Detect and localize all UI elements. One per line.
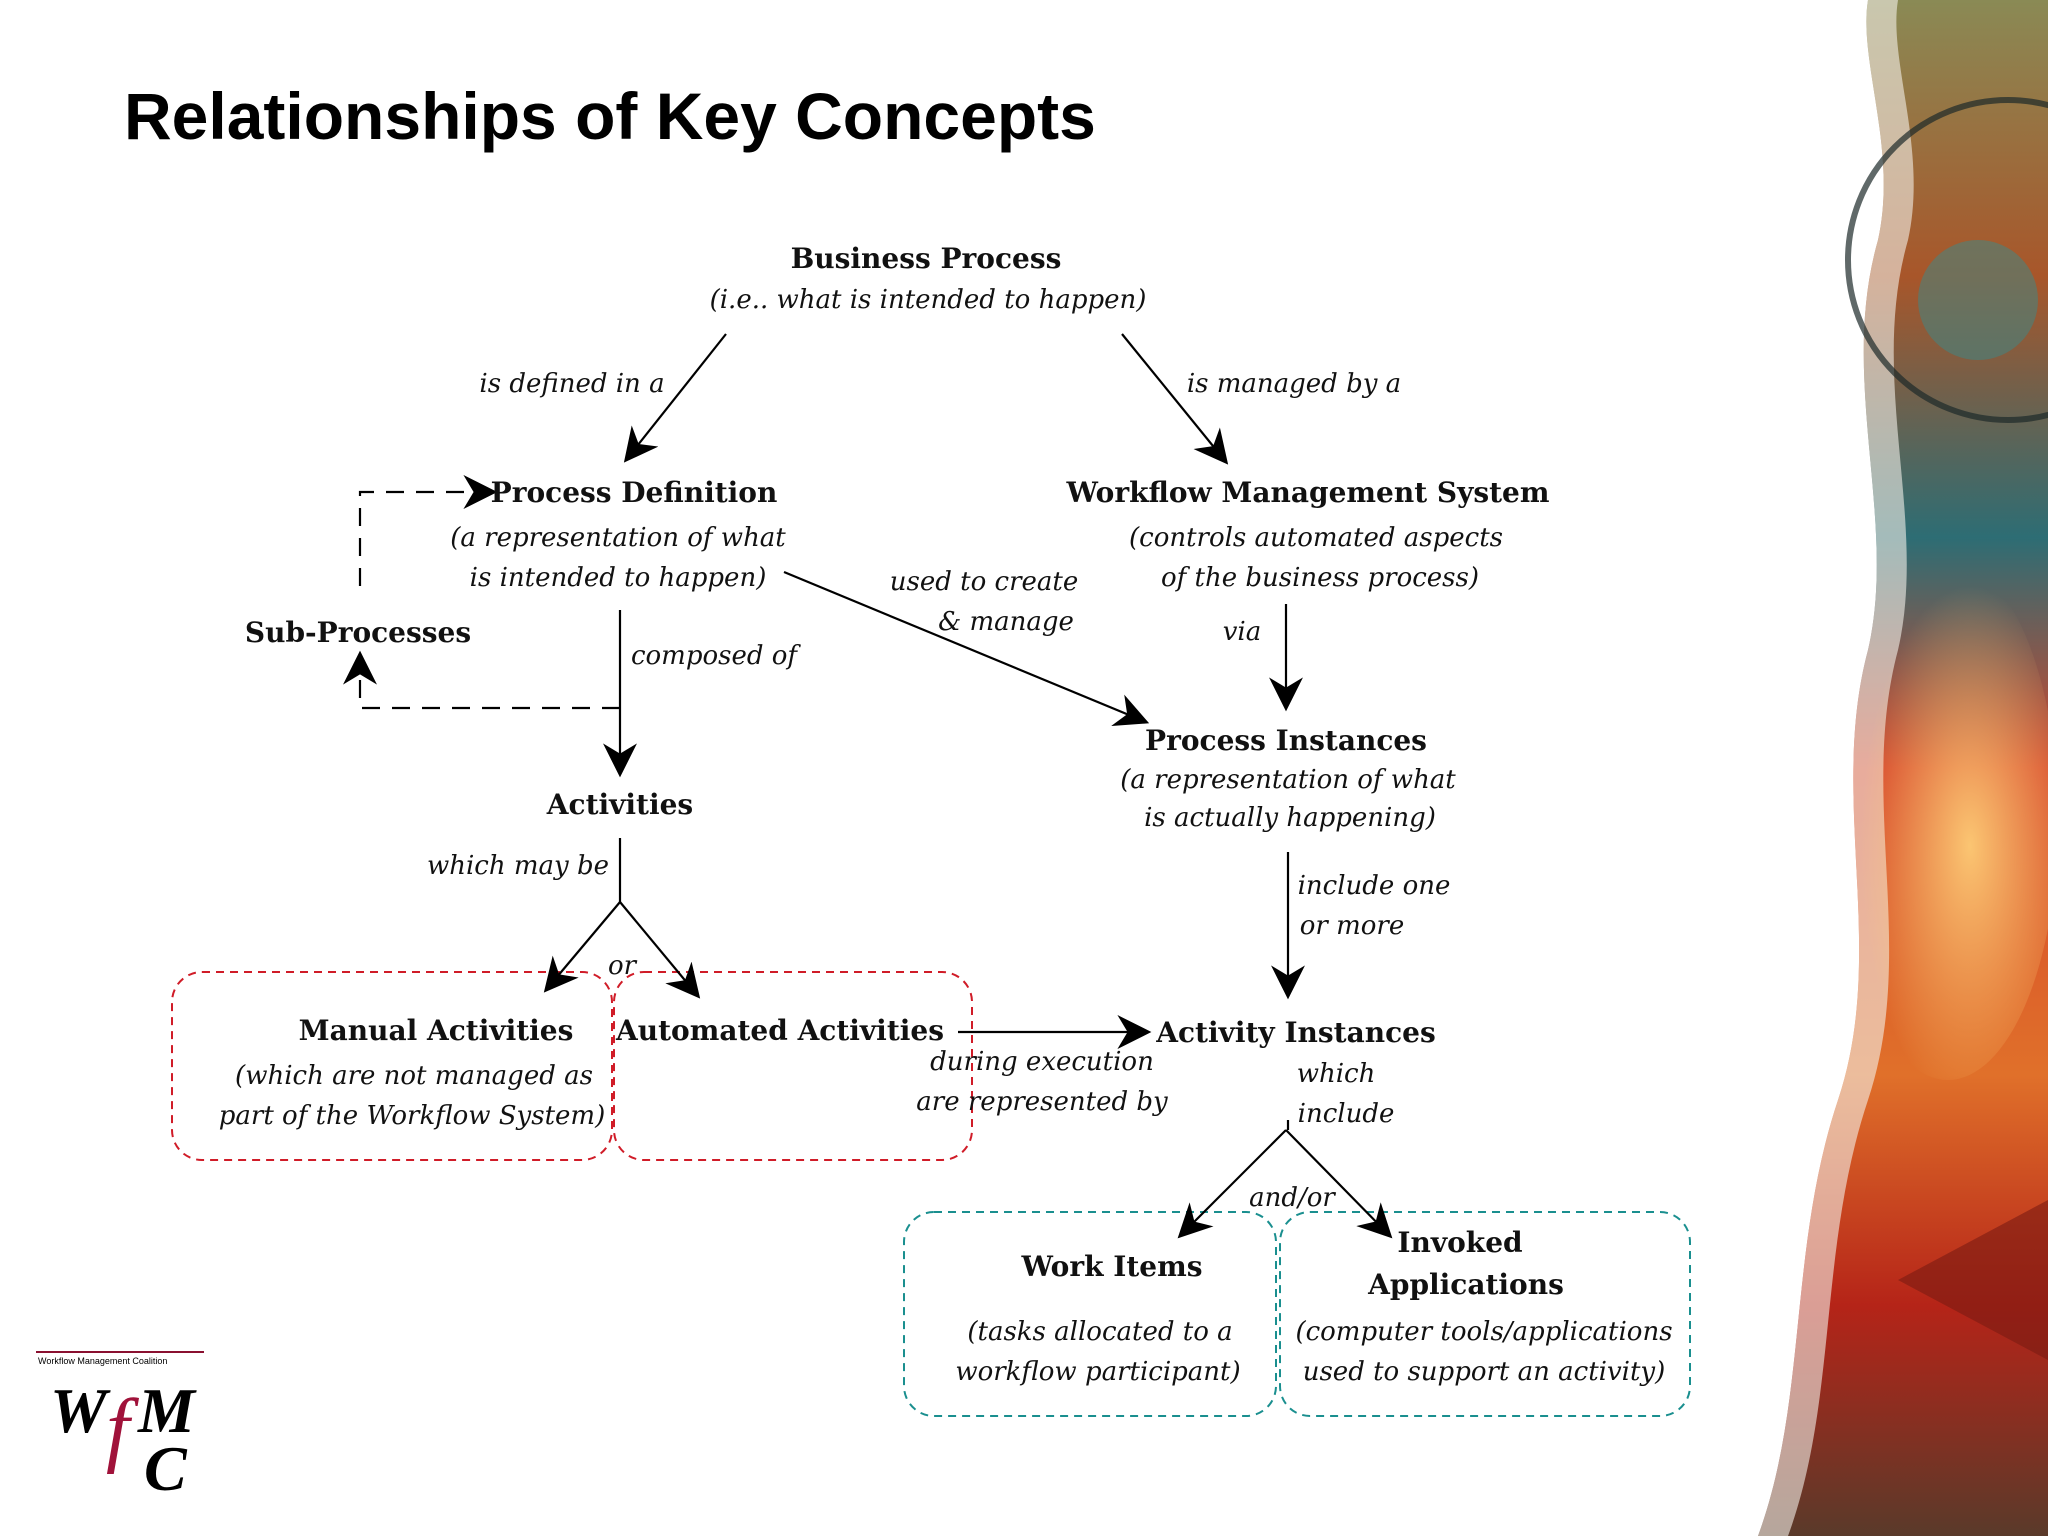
wfmc-logo-top-text: Workflow Management Coalition [38, 1356, 167, 1366]
wfmc-logo-f: f [106, 1382, 140, 1475]
business-process-title: Business Process [791, 242, 1062, 275]
label-include-one-1: include one [1298, 871, 1451, 901]
wms-sub-2: of the business process) [1161, 563, 1479, 593]
label-during-execution-1: during execution [930, 1047, 1154, 1077]
edge-to-automated [619, 901, 701, 999]
wms-sub-1: (controls automated aspects [1129, 523, 1503, 553]
edge-sub-process-loop-in [358, 475, 498, 586]
label-and-or: and/or [1249, 1183, 1336, 1213]
label-during-execution-2: are represented by [916, 1087, 1168, 1117]
business-process-sub: (i.e.. what is intended to happen) [710, 285, 1147, 315]
process-instances-sub-2: is actually happening) [1144, 803, 1436, 833]
manual-activities-sub-1: (which are not managed as [235, 1061, 593, 1091]
edge-is-managed-by [1121, 333, 1229, 465]
label-used-to-create-1: used to create [890, 567, 1078, 597]
label-used-to-create-2: & manage [938, 607, 1074, 637]
work-items-group [903, 1211, 1277, 1417]
process-definition-title: Process Definition [491, 476, 778, 509]
automated-activities-title: Automated Activities [615, 1014, 944, 1047]
slide-title: Relationships of Key Concepts [124, 79, 1096, 153]
label-composed-of: composed of [631, 641, 801, 671]
manual-activities-sub-2: part of the Workflow System) [219, 1101, 605, 1131]
label-which-may-be: which may be [427, 851, 609, 881]
invoked-applications-title-2: Applications [1367, 1268, 1564, 1301]
work-items-sub-2: workflow participant) [955, 1357, 1240, 1387]
process-definition-sub-2: is intended to happen) [470, 563, 767, 593]
invoked-applications-title-1: Invoked [1397, 1226, 1522, 1259]
automated-activities-group [613, 971, 973, 1161]
invoked-applications-group [1279, 1211, 1691, 1417]
label-via: via [1223, 617, 1262, 647]
decorative-side-artwork [1758, 0, 2048, 1536]
label-which-include-1: which [1297, 1059, 1376, 1089]
edge-to-work-items [1177, 1129, 1287, 1239]
edge-to-invoked [1285, 1129, 1393, 1239]
wfmc-logo-c: C [144, 1433, 188, 1498]
label-is-defined-in: is defined in a [479, 369, 664, 399]
edge-used-to-create [783, 570, 1150, 726]
work-items-title: Work Items [1021, 1250, 1203, 1283]
wfmc-logo-m: M [137, 1375, 197, 1446]
edge-is-defined-in [623, 333, 727, 463]
work-items-sub-1: (tasks allocated to a [967, 1317, 1232, 1347]
label-which-include-2: include [1298, 1099, 1395, 1129]
edge-sub-process-loop-out [343, 650, 620, 710]
activities-title: Activities [546, 788, 693, 821]
label-is-managed-by: is managed by a [1187, 369, 1401, 399]
wms-title: Workflow Management System [1065, 476, 1549, 509]
wfmc-logo-w: W [50, 1375, 111, 1446]
label-or: or [608, 951, 638, 981]
invoked-applications-sub-1: (computer tools/applications [1295, 1317, 1672, 1347]
manual-activities-title: Manual Activities [299, 1014, 574, 1047]
sub-processes-title: Sub-Processes [245, 616, 471, 649]
edge-to-manual [543, 901, 621, 993]
invoked-applications-sub-2: used to support an activity) [1303, 1357, 1666, 1387]
process-definition-sub-1: (a representation of what [450, 523, 786, 553]
manual-activities-group [171, 971, 613, 1161]
wfmc-logo: Workflow Management Coalition W f M C [36, 1351, 204, 1498]
process-instances-sub-1: (a representation of what [1120, 765, 1456, 795]
label-include-one-2: or more [1300, 911, 1404, 941]
process-instances-title: Process Instances [1145, 724, 1427, 757]
activity-instances-title: Activity Instances [1155, 1016, 1435, 1049]
